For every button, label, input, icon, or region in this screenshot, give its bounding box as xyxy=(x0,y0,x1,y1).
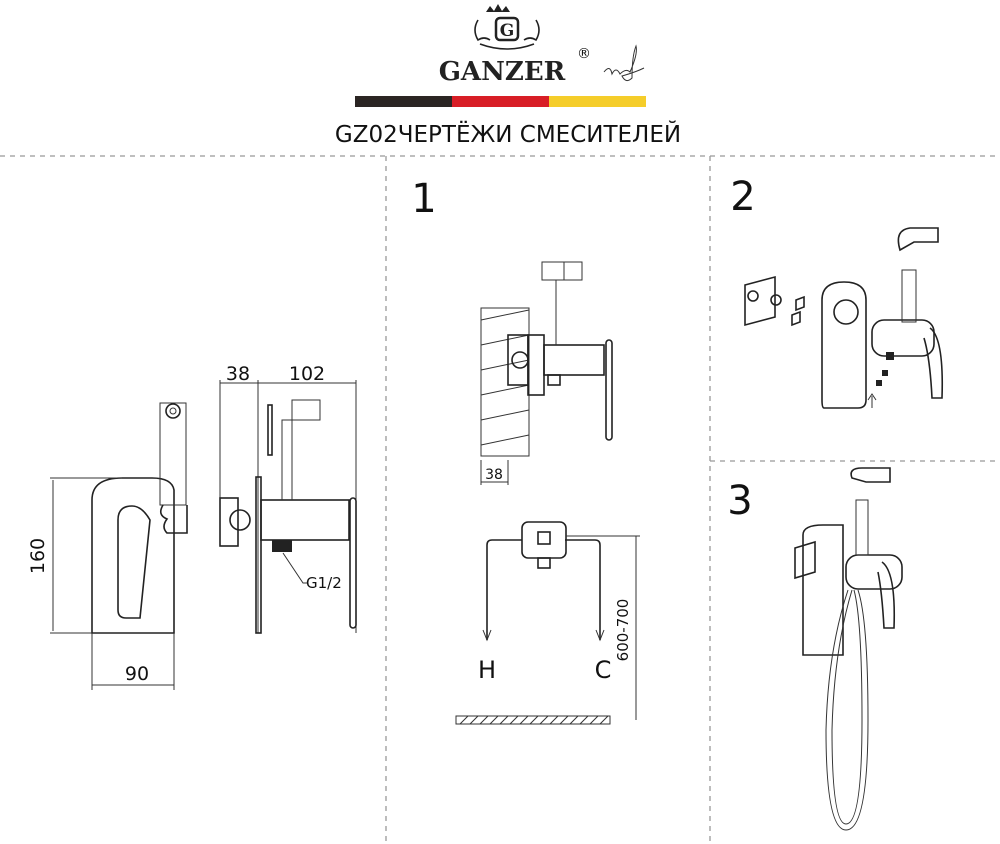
signature xyxy=(603,44,645,82)
brand-name: GANZER xyxy=(439,57,566,87)
dim-thread: G1/2 xyxy=(306,574,342,592)
flag-bar-black xyxy=(355,96,452,107)
dim-width: 90 xyxy=(125,663,149,685)
install-height-label: 600-700 xyxy=(614,599,632,662)
dim-depth-body: 102 xyxy=(289,363,325,385)
step-number: 1 xyxy=(411,176,436,222)
step-number: 3 xyxy=(727,478,752,524)
svg-text:G: G xyxy=(500,21,515,41)
step1-dim-depth: 38 xyxy=(485,467,503,483)
hot-label: H xyxy=(478,656,496,684)
dim-height: 160 xyxy=(27,538,49,574)
step3-assembled-view xyxy=(794,467,903,831)
step1-valve-schematic xyxy=(455,521,640,725)
flag-bar-red xyxy=(452,96,549,107)
page-title: GZ02ЧЕРТЁЖИ СМЕСИТЕЛЕЙ xyxy=(335,120,681,148)
step1-wall-section xyxy=(480,261,613,485)
registered-mark: ® xyxy=(577,46,591,62)
lion-icon xyxy=(474,19,540,42)
brand-logo: G GANZER ® xyxy=(439,4,645,87)
crown-icon xyxy=(486,4,510,12)
step2-exploded-view xyxy=(744,227,944,409)
side-view xyxy=(219,380,357,634)
shield-icon xyxy=(494,16,520,42)
cold-label: C xyxy=(595,656,612,684)
step-number: 2 xyxy=(730,174,755,220)
dim-depth-wall: 38 xyxy=(226,363,250,385)
front-view xyxy=(50,402,188,690)
flag-bar-yellow xyxy=(549,96,646,107)
